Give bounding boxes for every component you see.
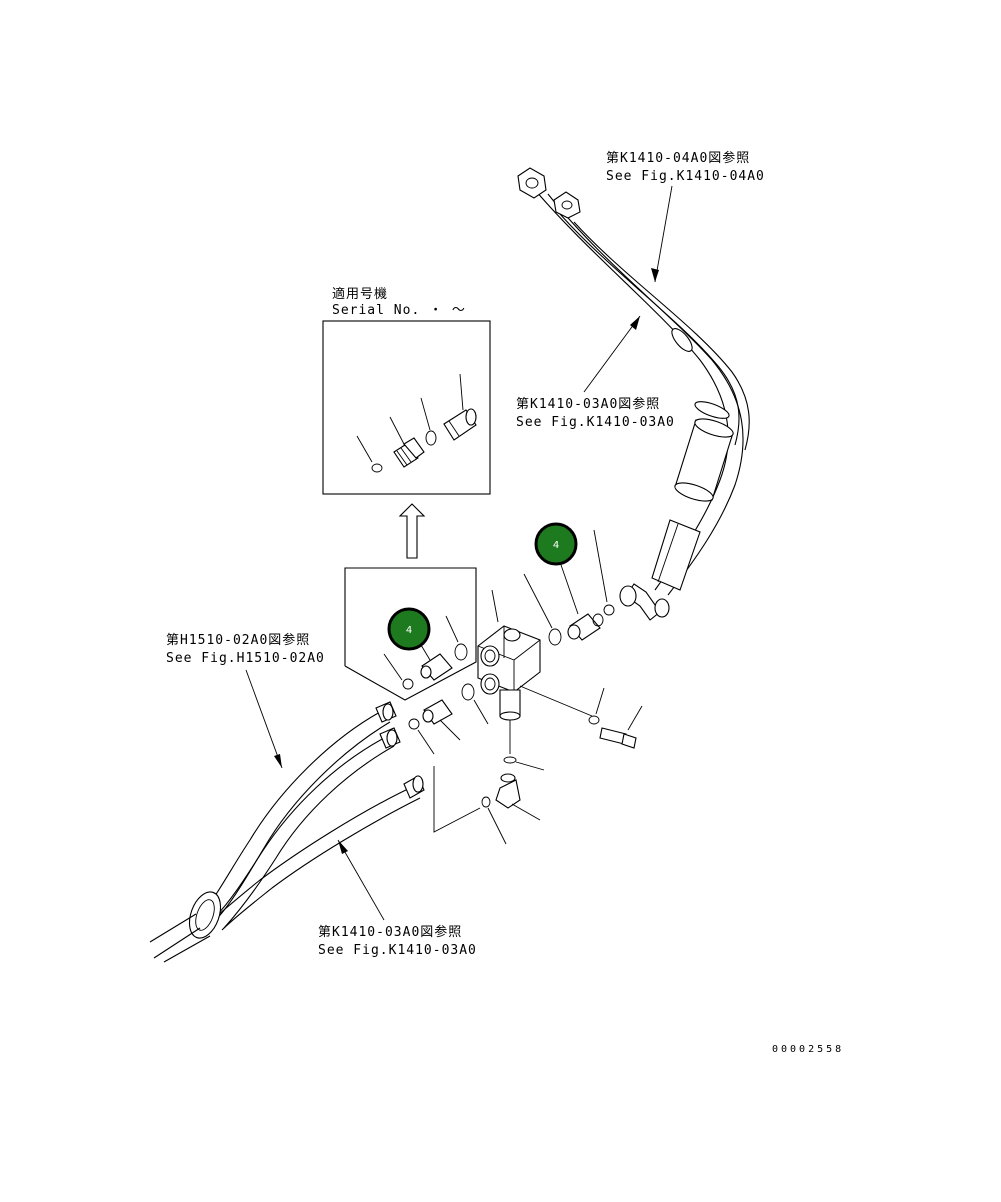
label-serial-ja: 適用号機 (332, 286, 388, 302)
nut-icon (443, 408, 477, 441)
label-left-ja: 第H1510-02A0図参照 (166, 632, 310, 648)
o-ring-icon (454, 643, 468, 661)
o-ring-icon (481, 796, 491, 808)
right-fittings (523, 529, 643, 749)
label-mid-right-ja: 第K1410-03A0図参照 (516, 396, 660, 412)
label-bottom-en: See Fig.K1410-03A0 (318, 943, 477, 958)
o-ring-icon (603, 604, 615, 616)
item-badge-number: 4 (553, 540, 559, 551)
drawing-code: 00002558 (772, 1044, 844, 1055)
item-badge[interactable]: 4 (534, 522, 578, 566)
up-arrow-icon (398, 503, 426, 559)
lower-elbow (433, 756, 545, 845)
label-mid-right-en: See Fig.K1410-03A0 (516, 415, 675, 430)
label-bottom-ja: 第K1410-03A0図参照 (318, 924, 462, 940)
label-left-en: See Fig.H1510-02A0 (166, 651, 325, 666)
label-serial-en: Serial No. ・ ～ (332, 303, 466, 318)
fitting-icon (393, 437, 425, 468)
o-ring-icon (503, 756, 517, 764)
label-top-right-ja: 第K1410-04A0図参照 (606, 150, 750, 166)
leader-lines (245, 185, 673, 921)
o-ring-icon (548, 628, 562, 646)
clamp-icon (671, 328, 693, 352)
clamp-icon (694, 401, 730, 419)
hex-nut-icon (517, 167, 547, 199)
item-badge[interactable]: 4 (387, 607, 431, 651)
o-ring-icon (402, 678, 414, 690)
serial-inset-box (322, 320, 491, 495)
left-fittings (383, 615, 489, 755)
hose-assembly-left (149, 701, 425, 963)
elbow-icon (495, 779, 521, 809)
detail-outline (344, 567, 477, 701)
hose-assembly-right (517, 167, 750, 621)
valve-block-icon (477, 589, 593, 754)
o-ring-icon (371, 463, 383, 473)
item-badge-number: 4 (406, 625, 412, 636)
hex-nut-icon (553, 191, 581, 219)
o-ring-icon (461, 683, 475, 701)
clamp-icon (188, 891, 222, 939)
fitting-icon (651, 519, 701, 591)
o-ring-icon (408, 718, 420, 730)
label-top-right-en: See Fig.K1410-04A0 (606, 169, 765, 184)
washer-icon (588, 715, 600, 725)
o-ring-icon (425, 430, 437, 446)
